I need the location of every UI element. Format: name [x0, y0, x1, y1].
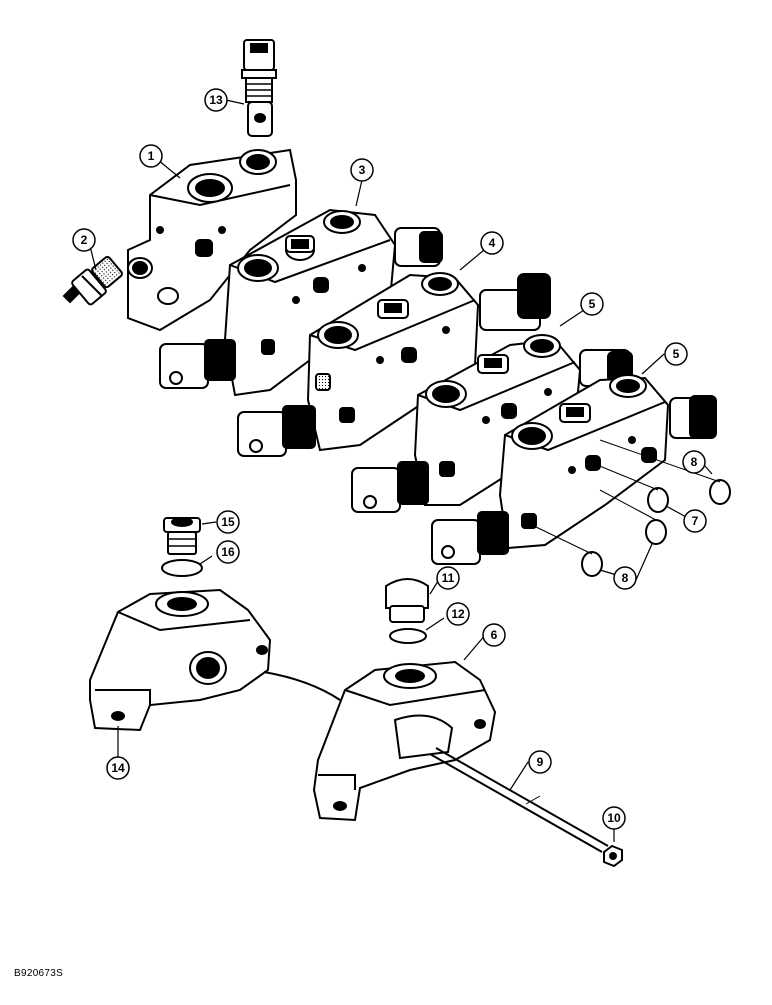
callout-circle	[216, 540, 240, 564]
callout-c8a: 8	[682, 450, 706, 474]
callout-circle	[350, 158, 374, 182]
callout-circle	[139, 144, 163, 168]
spool-caps	[159, 339, 509, 565]
callout-label: 16	[221, 545, 235, 559]
relief-cartridge-13	[241, 39, 277, 137]
callout-label: 8	[622, 571, 629, 585]
callout-c9: 9	[528, 750, 552, 774]
callout-c10: 10	[602, 806, 626, 830]
callout-circle	[580, 292, 604, 316]
end-cover-6	[312, 660, 497, 822]
callout-label: 10	[607, 811, 621, 825]
callout-c6: 6	[482, 623, 506, 647]
callout-label: 8	[691, 455, 698, 469]
callout-circle	[106, 756, 130, 780]
end-cover-14	[89, 588, 272, 732]
callout-label: 14	[111, 761, 125, 775]
callout-label: 3	[359, 163, 366, 177]
callout-label: 9	[537, 755, 544, 769]
callout-circle	[683, 509, 707, 533]
o-ring-16	[161, 559, 203, 577]
callout-circle	[446, 602, 470, 626]
callout-label: 15	[221, 515, 235, 529]
tie-rod-9	[429, 747, 609, 853]
callout-c12: 12	[446, 602, 470, 626]
callout-label: 13	[209, 93, 223, 107]
callout-c3: 3	[350, 158, 374, 182]
callout-circle	[682, 450, 706, 474]
callout-label: 5	[589, 297, 596, 311]
connector-curve	[263, 671, 341, 701]
callout-c2: 2	[72, 228, 96, 252]
callout-circle	[602, 806, 626, 830]
figure-id: B920673S	[14, 968, 64, 979]
callout-c16: 16	[216, 540, 240, 564]
nut-10	[603, 844, 623, 868]
callout-circle	[480, 231, 504, 255]
callout-c5b: 5	[664, 342, 688, 366]
callout-label: 12	[451, 607, 465, 621]
callout-label: 1	[148, 149, 155, 163]
callout-c13: 13	[204, 88, 228, 112]
callout-c11: 11	[436, 566, 460, 590]
callout-c7: 7	[683, 509, 707, 533]
check-valve-2	[62, 255, 123, 306]
callout-circle	[204, 88, 228, 112]
callout-circle	[613, 566, 637, 590]
plug-11	[385, 578, 429, 623]
plug-15	[163, 517, 201, 555]
callout-circle	[528, 750, 552, 774]
callout-circle	[482, 623, 506, 647]
callout-label: 4	[489, 236, 496, 250]
callout-circle	[72, 228, 96, 252]
callout-label: 5	[673, 347, 680, 361]
callout-c15: 15	[216, 510, 240, 534]
o-ring-12	[389, 628, 427, 644]
callout-c14: 14	[106, 756, 130, 780]
callout-label: 2	[81, 233, 88, 247]
callout-label: 6	[491, 628, 498, 642]
o-rings-7-8	[533, 439, 731, 577]
callout-c8b: 8	[613, 566, 637, 590]
valve-section-3	[223, 208, 443, 397]
valve-section-4	[306, 272, 551, 452]
callout-label: 7	[692, 514, 699, 528]
inlet-section-1	[127, 148, 297, 332]
callout-label: 11	[442, 571, 455, 585]
callout-c1: 1	[139, 144, 163, 168]
callout-c4: 4	[480, 231, 504, 255]
callout-circle	[436, 566, 460, 590]
callout-circle	[216, 510, 240, 534]
callout-c5a: 5	[580, 292, 604, 316]
callout-circle	[664, 342, 688, 366]
leader-lines	[89, 99, 713, 842]
